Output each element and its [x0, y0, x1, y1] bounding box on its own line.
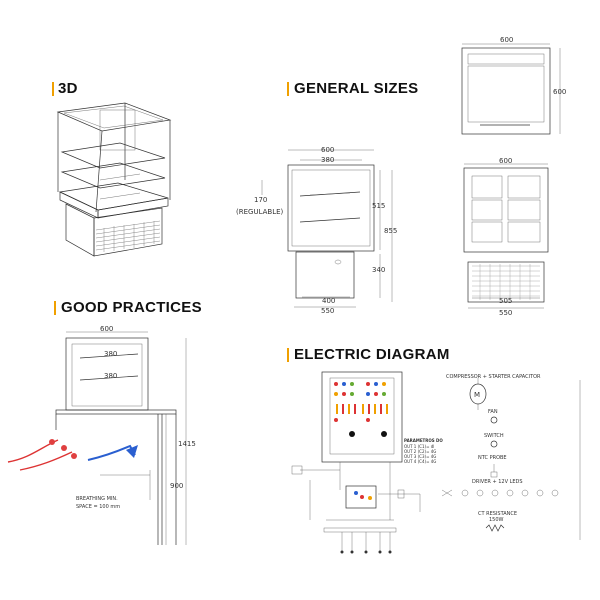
- title-marker-electric-diagram: [287, 348, 289, 362]
- param-title: PARAMETROS DO: [404, 438, 443, 443]
- label-ct-resistance: CT RESISTANCE: [478, 511, 518, 517]
- label-compressor: COMPRESSOR + STARTER CAPACITOR: [446, 374, 541, 380]
- dim-shelf-note: (REGULABLE): [236, 208, 284, 216]
- base-grille: [95, 220, 161, 252]
- gp-note-line2: SPACE = 100 mm: [76, 504, 120, 510]
- gp-dim-counter-height: 900: [170, 482, 183, 490]
- title-marker-3d: [52, 82, 54, 96]
- dim-front-total-width: 600: [321, 146, 334, 154]
- gp-dim-width: 600: [100, 325, 113, 333]
- dim-top-height: 600: [553, 88, 566, 96]
- dim-side-width: 600: [499, 157, 512, 165]
- param-line-4: OUT 4 (C4)= 4G: [404, 459, 437, 464]
- gp-dim-total-height: 1415: [178, 440, 196, 448]
- dim-side-base-inner: 505: [499, 297, 512, 305]
- led-symbols: [461, 489, 559, 497]
- dim-front-inner-width: 380: [321, 156, 334, 164]
- label-ct-value: 150W: [489, 517, 504, 523]
- dim-base-width: 550: [321, 307, 334, 315]
- section-title-electric-diagram: ELECTRIC DIAGRAM: [294, 346, 450, 363]
- gp-note-line1: BREATHING MIN.: [76, 496, 118, 502]
- dim-base-inner-width: 400: [322, 297, 335, 305]
- terminal-dots: [334, 382, 386, 396]
- relay-bars: [336, 404, 388, 414]
- dim-side-base-width: 550: [499, 309, 512, 317]
- dim-total-height: 855: [384, 227, 397, 235]
- label-ntc-probe: NTC PROBE: [478, 455, 507, 461]
- svg-text:M: M: [474, 391, 480, 399]
- section-title-general-sizes: GENERAL SIZES: [294, 80, 419, 97]
- section-title-good-practices: GOOD PRACTICES: [61, 299, 202, 316]
- gp-dim-shelf2: 380: [104, 372, 117, 380]
- title-marker-general-sizes: [287, 82, 289, 96]
- label-driver-leds: DRIVER + 12V LEDS: [472, 479, 523, 485]
- cold-air-arrow: [87, 444, 136, 461]
- dim-cabinet-height: 515: [372, 202, 385, 210]
- title-marker-good-practices: [54, 301, 56, 315]
- label-fan: FAN: [488, 409, 498, 415]
- param-line-3: OUT 3 (C3)= 4G: [404, 454, 437, 459]
- gp-dim-shelf1: 380: [104, 350, 117, 358]
- dim-base-height: 340: [372, 266, 385, 274]
- section-title-3d: 3D: [58, 80, 78, 97]
- label-switch: SWITCH: [484, 433, 504, 439]
- param-line-1: OUT 1 (C1)= dl: [404, 444, 435, 449]
- param-line-2: OUT 2 (C2)= 4G: [404, 449, 437, 454]
- side-base-grille: [472, 264, 540, 300]
- dim-shelf-offset: 170: [254, 196, 267, 204]
- dim-top-width: 600: [500, 36, 513, 44]
